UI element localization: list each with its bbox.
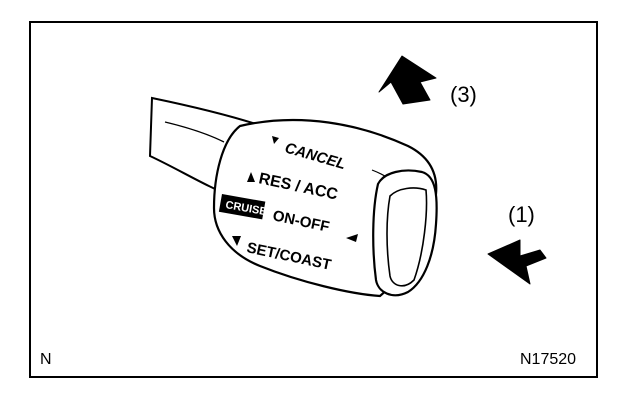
arrow-push-icon	[487, 239, 547, 285]
cruise-badge	[218, 194, 266, 220]
res-acc-up-triangle-icon	[247, 172, 255, 182]
end-cap-button	[372, 169, 438, 297]
set-coast-down-triangle-icon	[232, 236, 241, 246]
cancel-triangle-icon	[272, 136, 279, 144]
callout-1-label: (1)	[508, 202, 535, 227]
figure-id: N17520	[520, 351, 576, 368]
corner-letter: N	[40, 351, 52, 368]
on-off-pointer-icon	[346, 234, 358, 242]
callout-3-label: (3)	[450, 82, 477, 107]
arrow-up-icon	[378, 55, 437, 105]
